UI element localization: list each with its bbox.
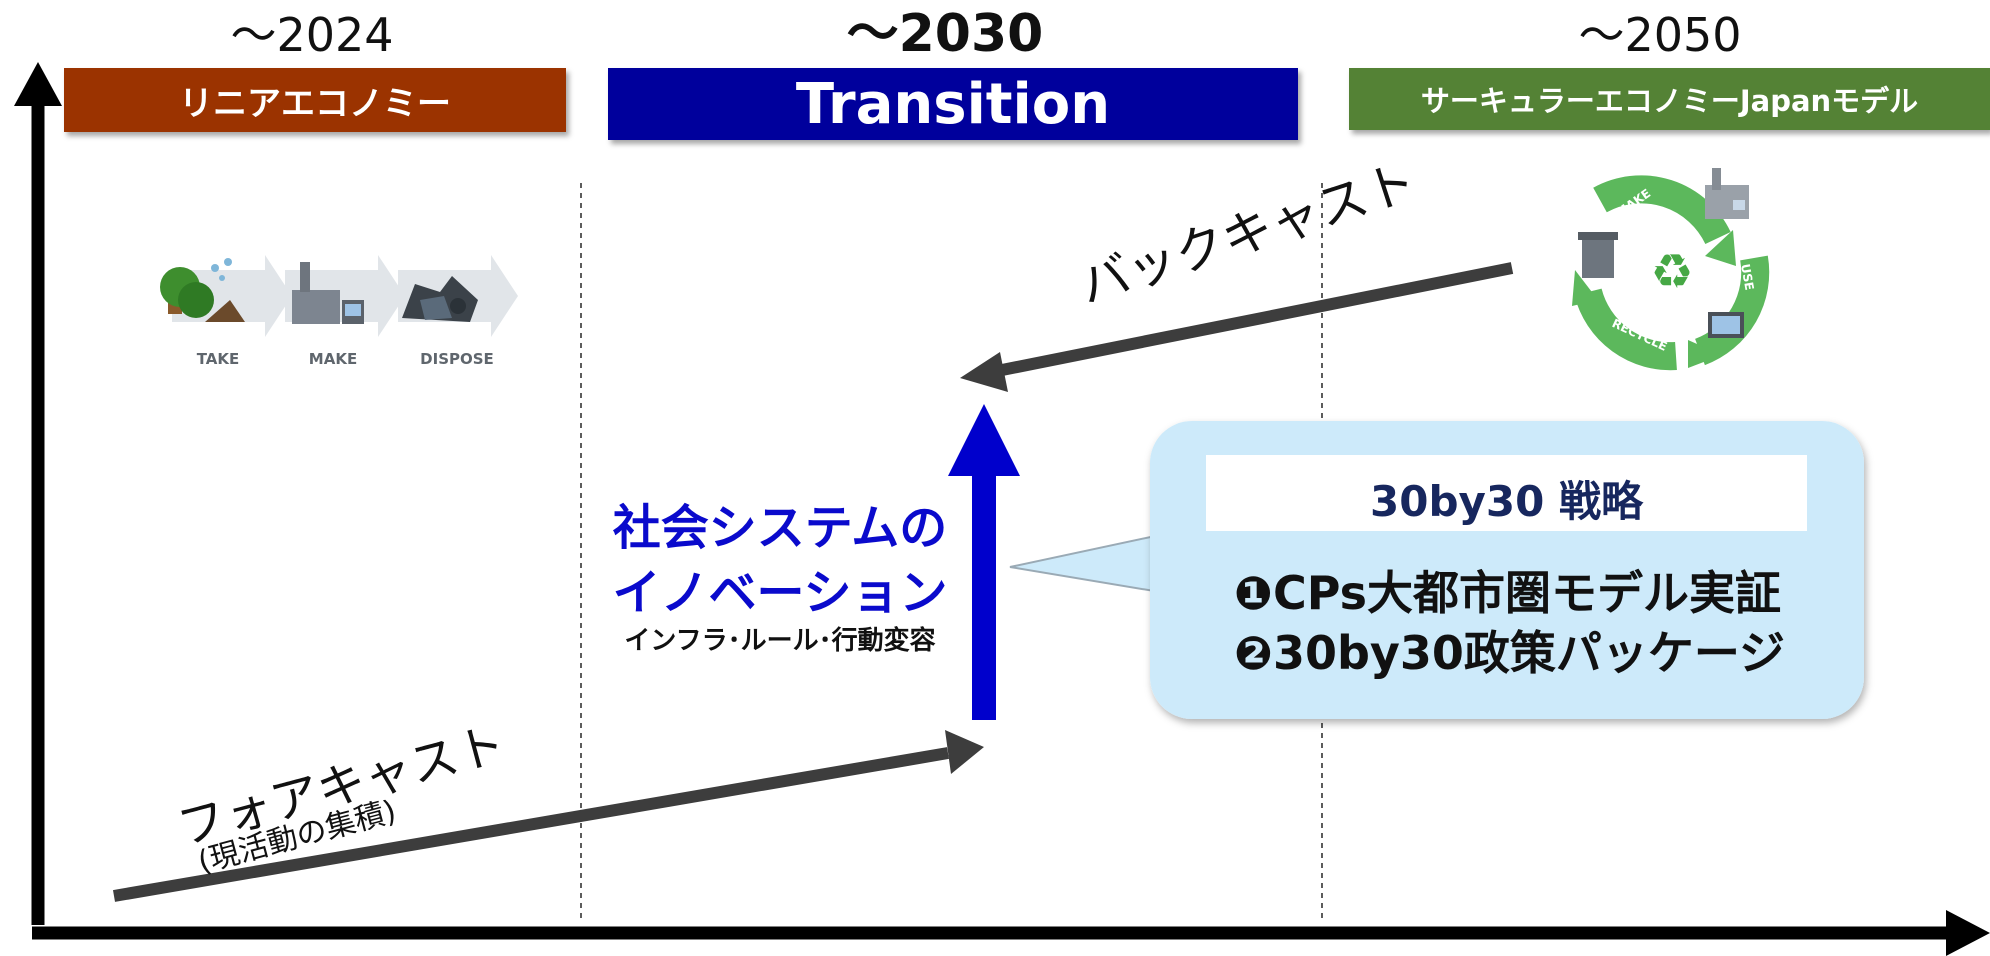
recycle-icon: ♻ xyxy=(1650,244,1693,300)
linear-step-take: TAKE xyxy=(196,350,240,368)
callout-title-box xyxy=(1206,455,1807,531)
innovation-title-line2: イノベーション xyxy=(612,565,948,621)
innovation-title-line1: 社会システムの xyxy=(612,500,948,556)
year-label-center: ～2030 xyxy=(846,4,1044,64)
monitor-icon xyxy=(1708,312,1744,338)
horizontal-axis xyxy=(32,910,1990,956)
phase-banner-circular: サーキュラーエコノミーJapanモデル xyxy=(1349,68,1990,130)
callout-item-2: ❷30by30政策パッケージ xyxy=(1234,626,1785,680)
linear-step-dispose: DISPOSE xyxy=(420,350,494,368)
phase-banner-transition: Transition xyxy=(608,68,1298,140)
year-label-left: ～2024 xyxy=(230,8,394,62)
take-arrow-icon xyxy=(160,255,292,337)
callout-bubble xyxy=(1009,421,1864,719)
forecast-arrow xyxy=(112,730,984,902)
vertical-axis xyxy=(14,62,62,925)
trash-bin-icon xyxy=(1578,232,1618,278)
linear-model-graphic xyxy=(160,255,518,337)
linear-step-make: MAKE xyxy=(308,350,358,368)
dispose-arrow-icon xyxy=(398,255,518,337)
innovation-subtitle: インフラ･ルール･行動変容 xyxy=(624,626,936,656)
callout-item-1: ❶CPs大都市圏モデル実証 xyxy=(1234,566,1781,620)
factory-icon xyxy=(1705,168,1749,219)
make-arrow-icon xyxy=(285,255,405,337)
innovation-up-arrow xyxy=(948,404,1020,720)
backcast-arrow xyxy=(960,262,1514,392)
callout-title: 30by30 戦略 xyxy=(1370,477,1643,526)
year-label-right: ～2050 xyxy=(1578,8,1742,62)
circular-model-graphic: ♻ xyxy=(1572,168,1770,371)
phase-banner-linear: リニアエコノミー xyxy=(64,68,566,132)
